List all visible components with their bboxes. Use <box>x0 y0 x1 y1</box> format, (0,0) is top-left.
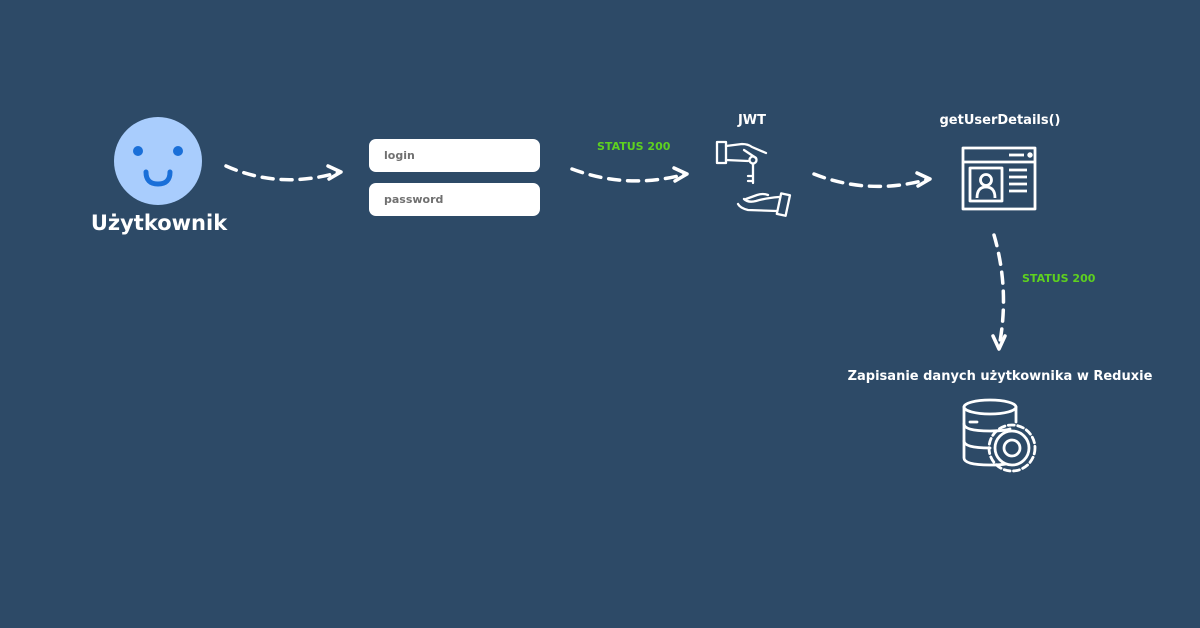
status-label-login: STATUS 200 <box>597 140 671 153</box>
jwt-label: JWT <box>737 113 767 128</box>
arrow-jwt-to-details <box>812 171 932 189</box>
arrow-form-to-jwt <box>570 166 689 183</box>
arrow-details-to-redux <box>991 233 1007 351</box>
password-field[interactable]: password <box>369 183 540 216</box>
status-label-details: STATUS 200 <box>1022 272 1096 285</box>
user-avatar <box>114 117 202 205</box>
database-gear-icon <box>962 398 1037 473</box>
user-label: Użytkownik <box>90 211 228 235</box>
redux-label: Zapisanie danych użytkownika w Reduxie <box>847 369 1153 384</box>
get-user-details-label: getUserDetails() <box>939 113 1061 128</box>
smiley-face-icon <box>133 146 183 187</box>
login-field[interactable]: login <box>369 139 540 172</box>
user-profile-browser-icon <box>961 146 1037 211</box>
arrow-user-to-form <box>224 164 343 182</box>
key-handover-icon <box>715 140 792 217</box>
